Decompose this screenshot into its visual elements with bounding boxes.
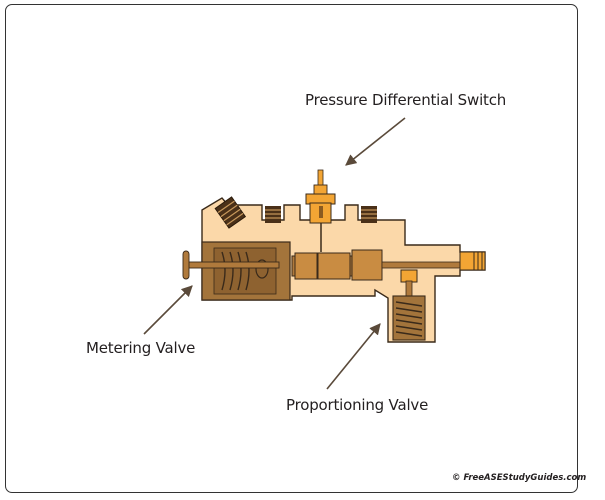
metering-valve-label: Metering Valve [86,339,196,357]
metering-valve-block [201,241,291,301]
metering-spring [221,251,250,291]
differential-piston [291,249,461,281]
metering-valve-stem [182,250,280,280]
top-port-left [265,206,281,223]
metering-valve-arrow [143,285,193,335]
proportioning-valve-arrow [326,323,381,390]
copyright-credit: © FreeASEStudyGuides.com [452,473,587,483]
pressure-differential-switch [305,169,336,252]
pressure-switch-arrow [345,117,406,166]
proportioning-spring [395,301,423,337]
right-end-fitting [459,251,486,271]
top-port-right [361,206,377,223]
angled-fitting [214,196,247,229]
pressure-differential-switch-label: Pressure Differential Switch [305,91,507,109]
proportioning-valve-label: Proportioning Valve [286,396,429,414]
proportioning-valve [392,269,426,341]
